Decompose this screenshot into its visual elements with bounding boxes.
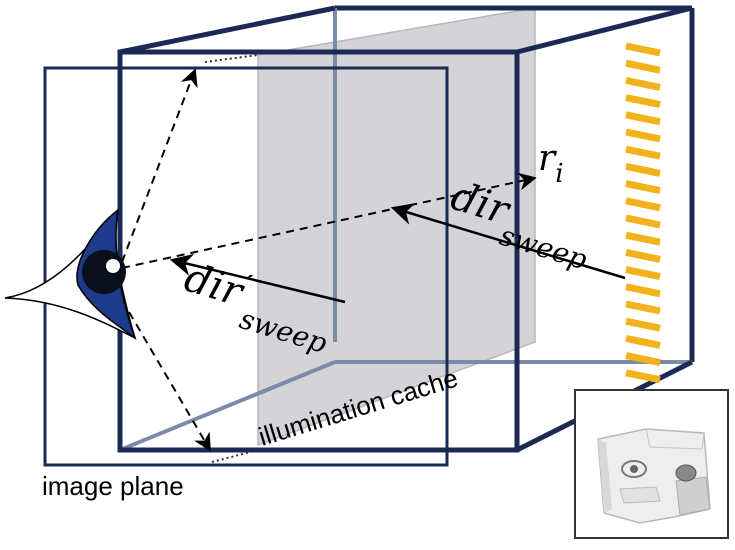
light-bar xyxy=(625,59,661,74)
light-bars-icon xyxy=(625,42,661,384)
light-bar xyxy=(625,162,661,177)
reconstructed-object-thumbnail xyxy=(597,428,711,524)
light-bar xyxy=(625,128,661,143)
light-bar xyxy=(625,180,661,195)
light-bar xyxy=(625,248,661,263)
sweep-arrows xyxy=(169,203,626,304)
light-bar xyxy=(625,300,661,315)
light-bar xyxy=(625,197,661,212)
light-bar xyxy=(625,231,661,246)
light-bar xyxy=(625,111,661,126)
light-bar xyxy=(625,76,661,91)
label-r-i: ri xyxy=(538,138,564,189)
light-bar xyxy=(625,283,661,298)
light-bar xyxy=(625,214,661,229)
view-rays xyxy=(121,68,537,452)
light-bar xyxy=(625,94,661,109)
image-plane xyxy=(43,66,449,467)
light-bar xyxy=(625,317,661,332)
frustum-corner-dots xyxy=(204,54,259,463)
light-bar xyxy=(625,369,661,384)
light-bar xyxy=(625,42,661,57)
light-bar xyxy=(625,334,661,349)
label-image-plane: image plane xyxy=(42,471,184,501)
light-bar xyxy=(625,266,661,281)
illumination-cache-plane xyxy=(257,7,536,447)
cube-front-face xyxy=(117,49,520,453)
cube-back-face xyxy=(333,5,695,364)
eye-icon xyxy=(4,208,137,341)
inset-thumbnail xyxy=(574,389,729,539)
light-bar xyxy=(625,352,661,367)
light-bar xyxy=(625,145,661,160)
dir-sweep-prime-arrow xyxy=(169,253,346,304)
dir-sweep-arrow xyxy=(390,203,626,280)
